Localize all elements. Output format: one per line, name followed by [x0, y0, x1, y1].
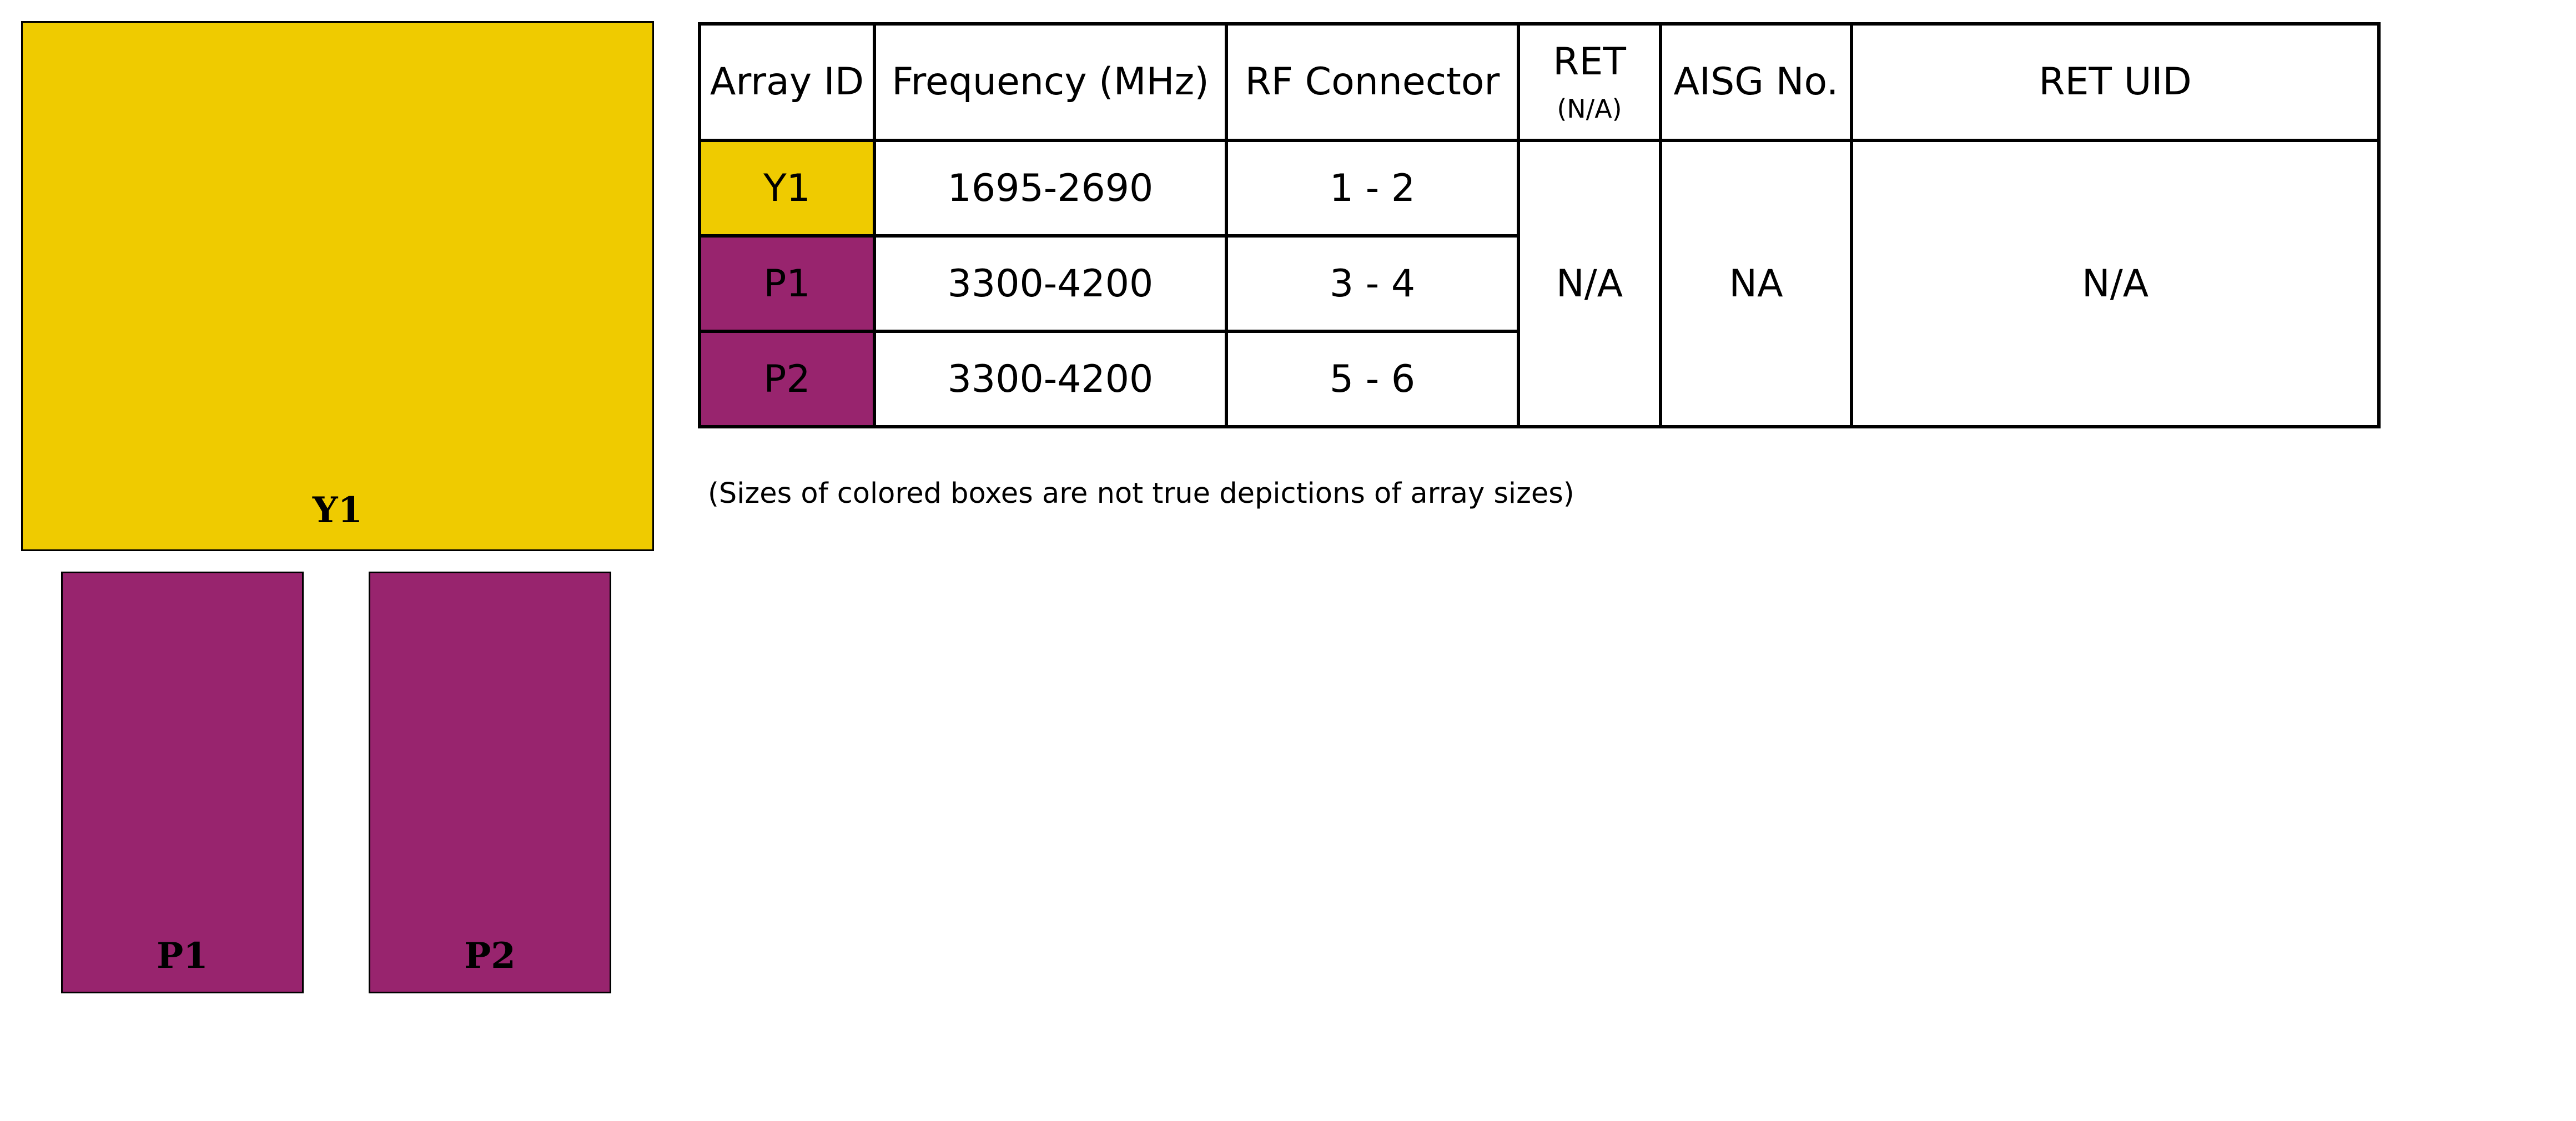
header-rf-connector: RF Connector: [1225, 22, 1520, 142]
cell-rf-connector: 1 - 2: [1225, 139, 1520, 238]
cell-array-id-y1: Y1: [698, 139, 876, 238]
size-disclaimer-note: (Sizes of colored boxes are not true dep…: [708, 477, 1574, 510]
cell-aisg-no: NA: [1659, 139, 1853, 428]
array-table: Array ID Frequency (MHz) RF Connector RE…: [698, 22, 2381, 428]
header-ret: RET (N/A): [1517, 22, 1662, 142]
array-box-p2: P2: [369, 572, 611, 993]
cell-frequency: 3300-4200: [873, 234, 1228, 333]
cell-array-id-p1: P1: [698, 234, 876, 333]
header-frequency: Frequency (MHz): [873, 22, 1228, 142]
table-row: P1 3300-4200 3 - 4: [698, 234, 2379, 333]
array-box-y1: Y1: [21, 21, 654, 551]
header-ret-label: RET: [1553, 40, 1626, 84]
cell-rf-connector: 3 - 4: [1225, 234, 1520, 333]
array-box-p2-label: P2: [464, 935, 516, 977]
array-box-y1-label: Y1: [312, 489, 363, 531]
cell-frequency: 3300-4200: [873, 330, 1228, 428]
array-box-p1: P1: [61, 572, 304, 993]
cell-ret: N/A: [1517, 139, 1662, 428]
array-box-p1-label: P1: [157, 935, 208, 977]
header-ret-uid: RET UID: [1850, 22, 2381, 142]
cell-ret-uid: N/A: [1850, 139, 2381, 428]
header-ret-sublabel: (N/A): [1557, 93, 1622, 124]
cell-rf-connector: 5 - 6: [1225, 330, 1520, 428]
table-row: P2 3300-4200 5 - 6: [698, 330, 2379, 428]
table-row: Y1 1695-2690 1 - 2 N/A NA N/A: [698, 139, 2381, 428]
header-aisg-no: AISG No.: [1659, 22, 1853, 142]
cell-array-id-p2: P2: [698, 330, 876, 428]
table-header-row: Array ID Frequency (MHz) RF Connector RE…: [698, 22, 2381, 142]
cell-frequency: 1695-2690: [873, 139, 1228, 238]
header-array-id: Array ID: [698, 22, 876, 142]
